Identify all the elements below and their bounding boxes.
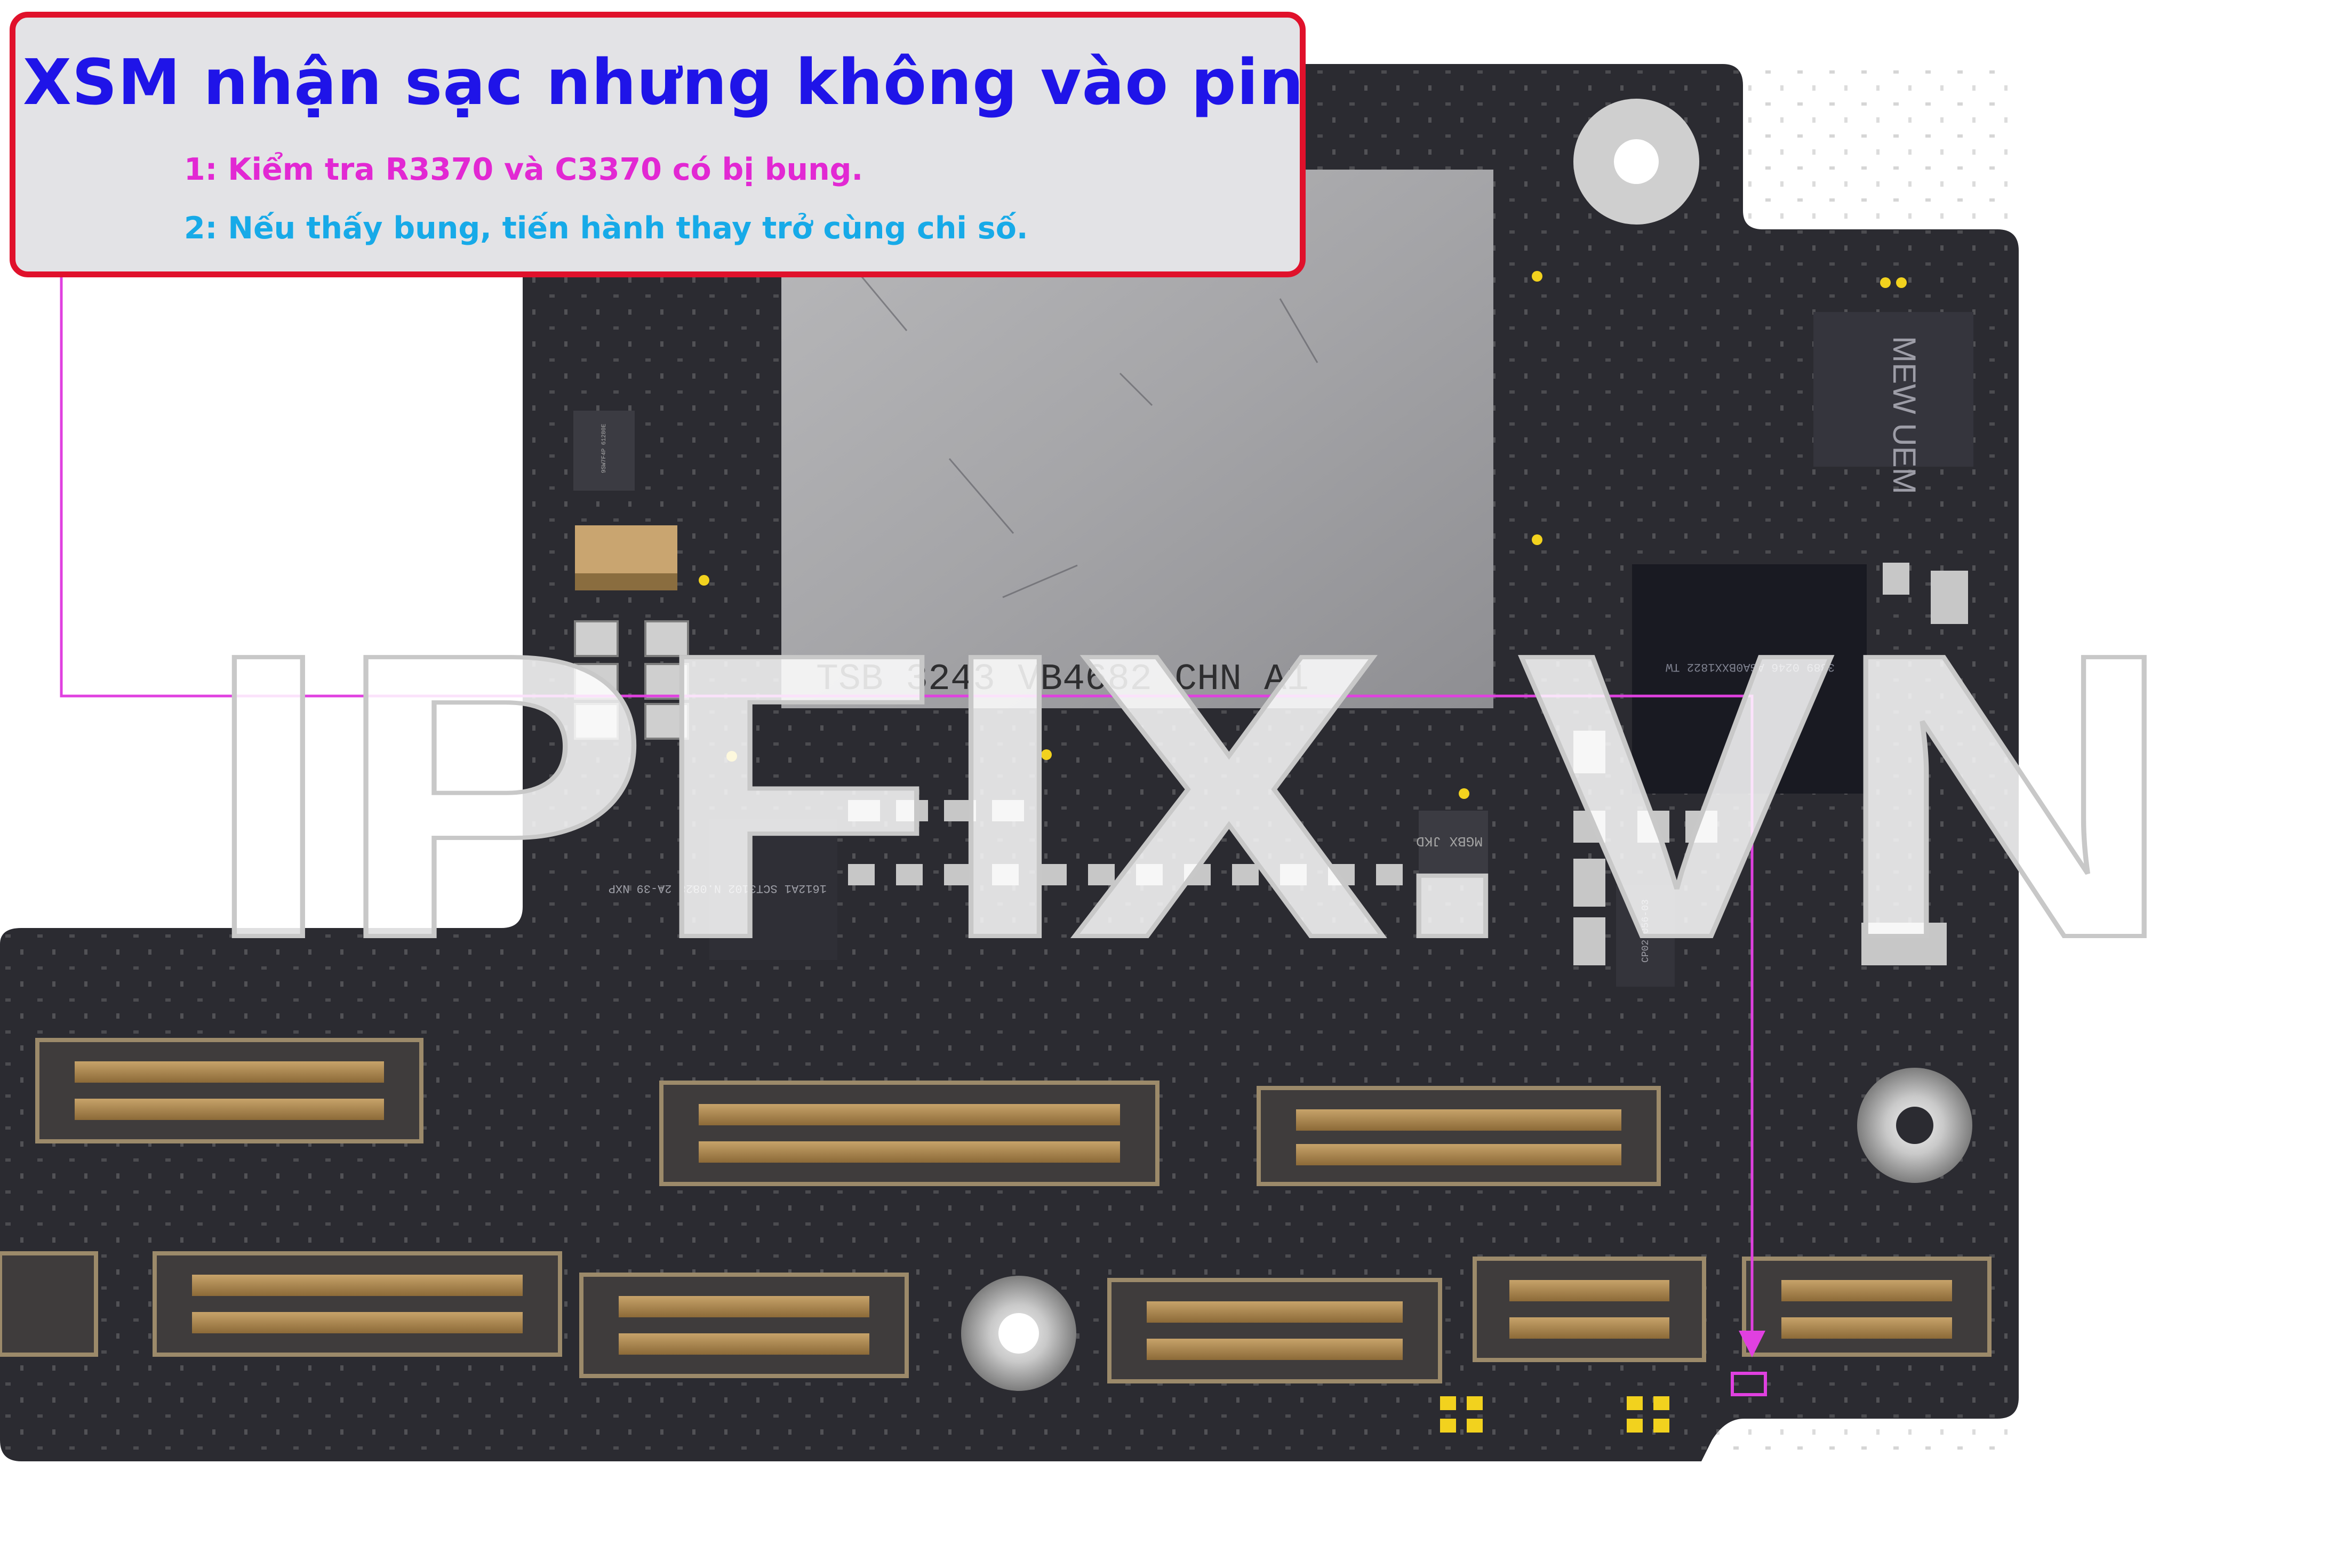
annotation-arrow-head (1739, 1331, 1765, 1357)
pcb-texture-lower (5, 933, 528, 1456)
soc-chip-label: 3389 0246 AGA0BXX1822 TW (1665, 660, 1835, 674)
instruction-step-1: 1: Kiểm tra R3370 và C3370 có bị bung. (184, 152, 863, 187)
connectors (0, 1038, 1992, 1383)
connector-bottom-left (153, 1251, 562, 1357)
connector-center-top (659, 1081, 1159, 1186)
connector-bottom-mid-right (1107, 1278, 1442, 1383)
pmic-chip (709, 819, 837, 960)
inductor-group-left (574, 620, 689, 740)
connector-center-right (1257, 1086, 1661, 1186)
chip-top-right-label: MEW UEM (1886, 336, 1922, 494)
chip-top-right (1813, 312, 1973, 467)
connector-top-left (35, 1038, 423, 1143)
connector-bottom-right-b (1742, 1257, 1992, 1357)
watermark: IPFIX.VN (203, 573, 2176, 979)
smd-row-bottom (1440, 1396, 1669, 1433)
instruction-step-2: 2: Nếu thấy bung, tiến hành thay trở cùn… (184, 211, 1028, 246)
chip-right-lower-label: CP02 056-03 (1641, 899, 1651, 963)
target-component-r3370-c3370 (1731, 1372, 1767, 1396)
chip-small-left-label: 9SW7F4P 61280E (601, 423, 607, 473)
connector-edge-left (0, 1251, 98, 1357)
instruction-panel: XSM nhận sạc nhưng không vào pin 1: Kiểm… (10, 12, 1306, 277)
watermark-text: IPFIX.VN (203, 573, 2176, 979)
passive-components (848, 563, 1968, 965)
connector-bottom-mid-left (579, 1273, 909, 1378)
chip-small-mid (1419, 811, 1488, 875)
soc-chip (1632, 564, 1867, 794)
chip-small-mid-label: MGBX JKD (1416, 833, 1483, 849)
connector-bottom-right-a (1473, 1257, 1706, 1362)
yellow-markers (699, 271, 1907, 799)
pmic-chip-label: 1612A1 SCT3102 N.0828 2A-39 NXP (609, 882, 827, 895)
instruction-title: XSM nhận sạc nhưng không vào pin (22, 45, 1305, 119)
chip-small-left (573, 411, 635, 491)
chip-right-lower (1616, 885, 1675, 987)
nand-chip-label: TSB 3243 VB4682 CHN A1 (816, 659, 1309, 701)
